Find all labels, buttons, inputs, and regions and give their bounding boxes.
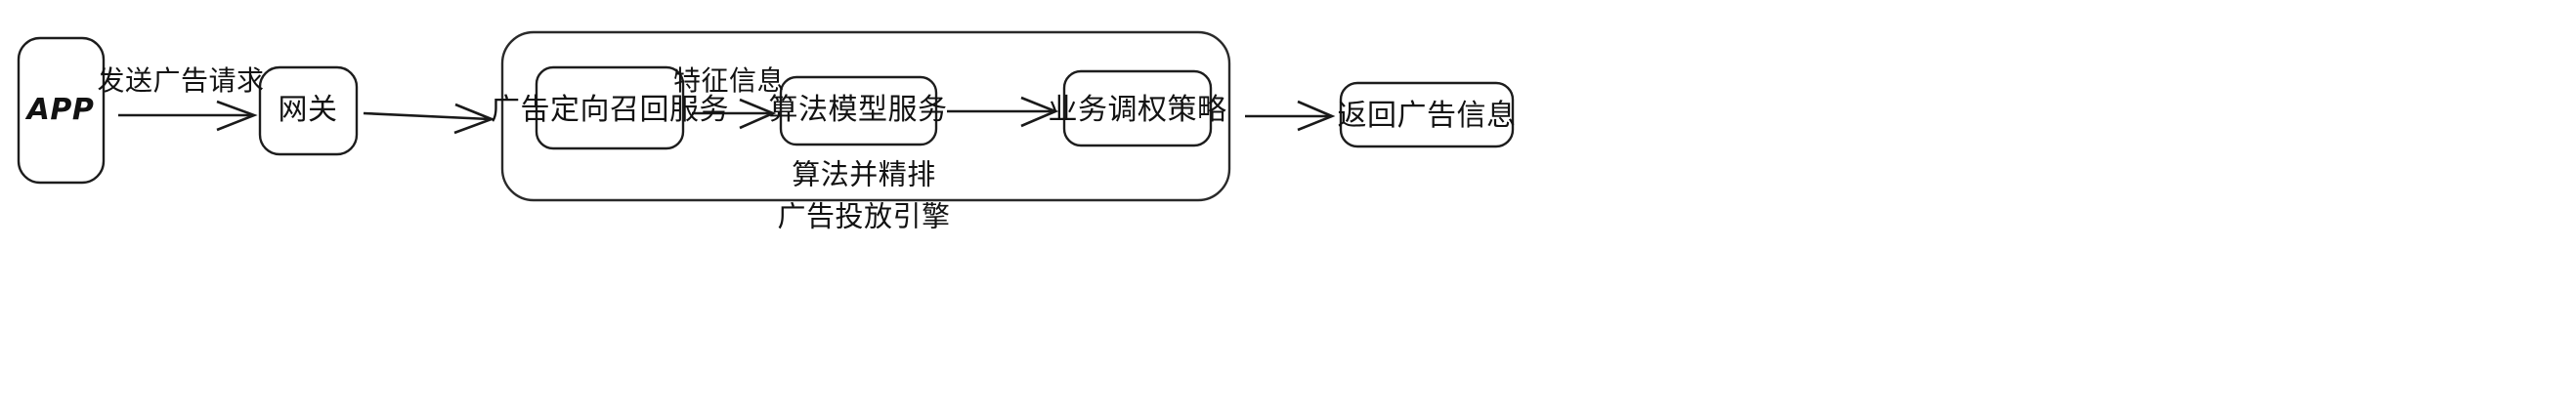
node-gateway-label: 网关 <box>278 94 338 126</box>
node-return-ad-shape[interactable] <box>1339 81 1515 148</box>
edge-engine-to-return-arrowhead <box>1297 100 1336 132</box>
edge-app-to-gateway-arrowhead <box>216 100 258 132</box>
edge-recall-to-model-label: 特征信息 <box>672 65 786 96</box>
edge-gateway-to-engine-line <box>363 111 491 121</box>
group-engine-outline <box>500 30 1231 202</box>
node-return-ad-label: 返回广告信息 <box>1337 100 1517 132</box>
edge-gateway-to-engine-arrowhead <box>453 103 495 135</box>
edge-app-to-gateway-label: 发送广告请求 <box>97 65 265 96</box>
node-weight-strategy-label: 业务调权策略 <box>1048 94 1227 126</box>
node-model-service-shape[interactable] <box>779 75 938 146</box>
node-model-service-label: 算法模型服务 <box>768 94 948 126</box>
edge-model-to-weight-arrowhead <box>1020 96 1059 128</box>
node-recall-service-shape[interactable] <box>535 65 685 150</box>
node-gateway-shape[interactable] <box>258 65 359 156</box>
node-weight-strategy-shape[interactable] <box>1062 69 1213 147</box>
group-ranking-label: 算法并精排 <box>792 159 936 191</box>
edge-recall-to-model-arrowhead <box>739 98 777 130</box>
node-recall-service-label: 广告定向召回服务 <box>491 94 729 126</box>
group-engine-label: 广告投放引擎 <box>777 201 951 233</box>
node-app-shape[interactable] <box>17 36 106 185</box>
node-app-label: APP <box>26 93 95 127</box>
